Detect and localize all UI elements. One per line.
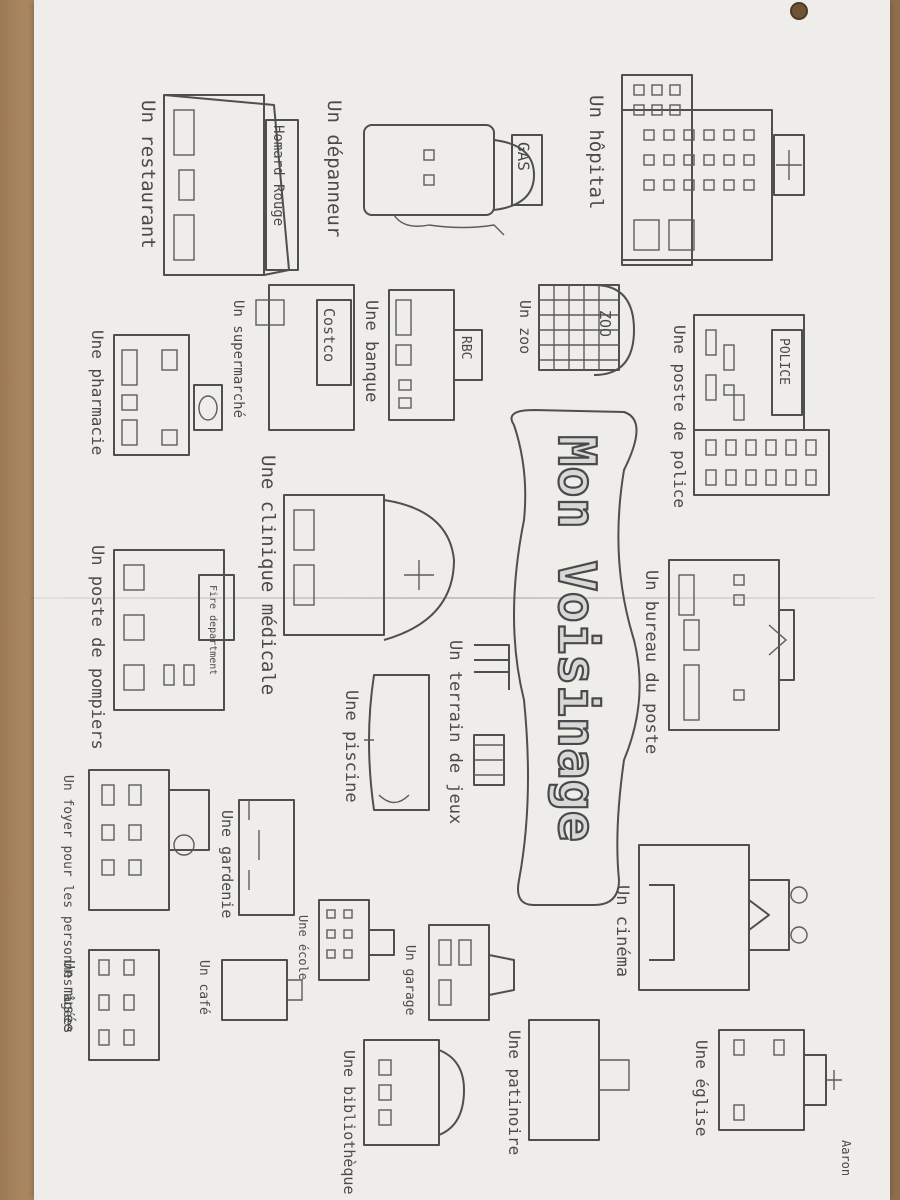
label-clinique: Une clinique médicale [257,455,279,695]
church-drawing [718,1029,842,1131]
cafe-drawing [221,959,303,1021]
gas-station-drawing [363,124,543,236]
school-drawing [318,899,395,981]
label-depanneur: Un dépanneur [323,100,345,237]
label-pharmacie: Une pharmacie [88,330,107,455]
label-patinoire: Une patinoire [505,1030,524,1155]
police-sign: POLICE [776,338,791,385]
neighbourhood-drawing: Mon Voisinage Un hôpital GAS Un dépanneu… [60,74,853,1195]
label-cafe: Un café [196,960,211,1015]
label-eglise: Une église [692,1040,711,1136]
label-terrain-jeux: Un terrain de jeux [445,640,465,824]
post-office-drawing [668,559,795,731]
police-drawing [693,314,830,496]
seniors-home-drawing [88,769,210,911]
label-police: Une poste de police [670,325,689,508]
hospital-drawing [621,74,805,266]
title-text: Mon Voisinage [546,435,606,842]
zoo-sign: ZOO [596,310,614,337]
label-garage: Un garage [402,945,417,1016]
label-ecole: Une école [296,915,310,980]
label-gardenie: Une gardenie [218,810,236,918]
restaurant-drawing [163,94,299,276]
paper-fold [30,597,875,599]
label-piscine: Une piscine [341,690,361,803]
label-banque: Une banque [361,300,381,402]
fire-station-drawing [113,549,235,711]
label-bibliotheque: Une bibliothèque [340,1050,358,1195]
supermarket-sign: Costco [320,308,338,362]
pool-drawing [364,674,430,811]
library-drawing [363,1039,465,1146]
bank-sign: RBC [458,336,473,359]
title-banner [510,409,641,906]
museum-drawing [88,949,160,1061]
label-zoo: Un zoo [516,300,534,354]
paper-sheet [34,0,890,1200]
label-pompiers: Un poste de pompiers [87,545,107,750]
clinic-drawing [283,494,455,641]
label-musee: Un musée [60,960,78,1032]
author-signature: Aaron [839,1140,853,1176]
zoo-drawing [538,284,635,376]
playground-drawing [473,644,510,786]
rink-drawing [528,1019,630,1141]
binder-hole [790,2,808,20]
restaurant-sign: Homard Rouge [270,125,286,226]
gas-sign: GAS [514,142,533,171]
fire-sign: Fire department [207,585,218,675]
label-restaurant: Un restaurant [137,100,159,249]
garden-drawing [238,799,295,916]
cinema-drawing [638,844,808,991]
garage-drawing [428,924,515,1021]
label-cinema: Un cinéma [612,885,632,977]
label-supermarche: Un supermarché [230,300,246,418]
label-hopital: Un hôpital [585,95,607,209]
bank-drawing [388,289,483,421]
label-foyer: Un foyer pour les personnes âgées [60,775,75,1033]
label-bureau-poste: Un bureau du poste [641,570,661,754]
pharmacy-drawing [113,334,223,456]
supermarket-drawing [255,284,355,431]
